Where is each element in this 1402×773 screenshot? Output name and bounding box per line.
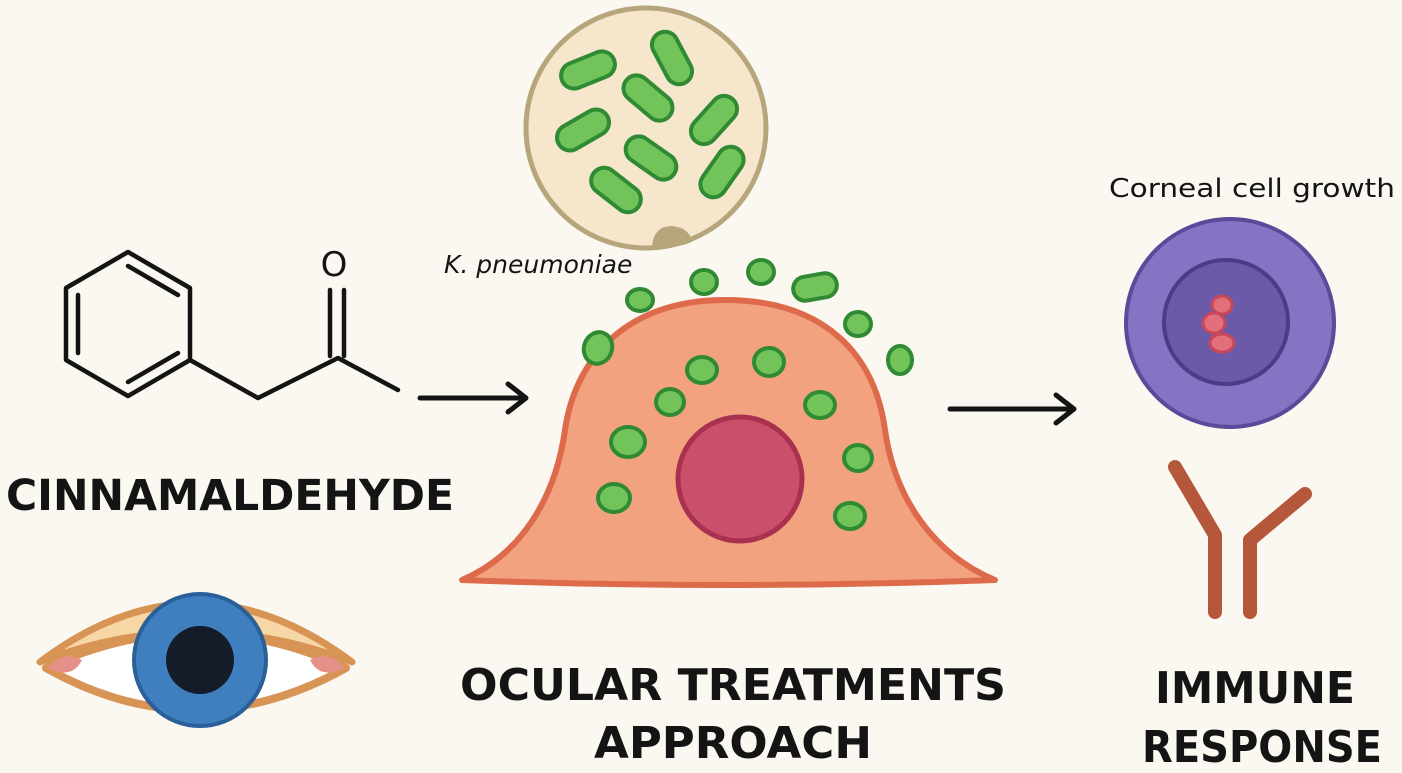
eye-icon xyxy=(36,592,356,728)
corneal-cell-core xyxy=(1201,294,1236,354)
antibody-icon xyxy=(1168,460,1312,619)
petri-dish-icon xyxy=(523,5,769,251)
cinnamaldehyde-structure xyxy=(63,249,401,401)
bacteria-rods xyxy=(555,29,746,215)
pupil xyxy=(166,626,234,694)
center-title-line1: OCULAR TREATMENTS xyxy=(460,660,1006,711)
benzene-ring-icon xyxy=(63,249,193,399)
carbonyl-oxygen-label: O xyxy=(321,245,348,285)
right-title-line2: RESPONSE xyxy=(1142,722,1382,773)
carbon-chain xyxy=(187,355,401,401)
nucleus xyxy=(675,414,805,544)
arrow-to-response xyxy=(947,392,1077,426)
corneal-cell-icon xyxy=(1124,217,1336,429)
molecule-name: CINNAMALDEHYDE xyxy=(6,471,454,521)
right-title-line1: IMMUNE xyxy=(1155,663,1355,714)
corneal-growth-label: Corneal cell growth xyxy=(1109,174,1395,204)
bacteria-dots xyxy=(581,258,914,531)
host-cell-icon xyxy=(459,258,998,588)
center-title-line2: APPROACH xyxy=(594,718,872,769)
arrow-to-cell xyxy=(417,381,529,415)
bacteria-name: K. pneumoniae xyxy=(444,250,632,279)
